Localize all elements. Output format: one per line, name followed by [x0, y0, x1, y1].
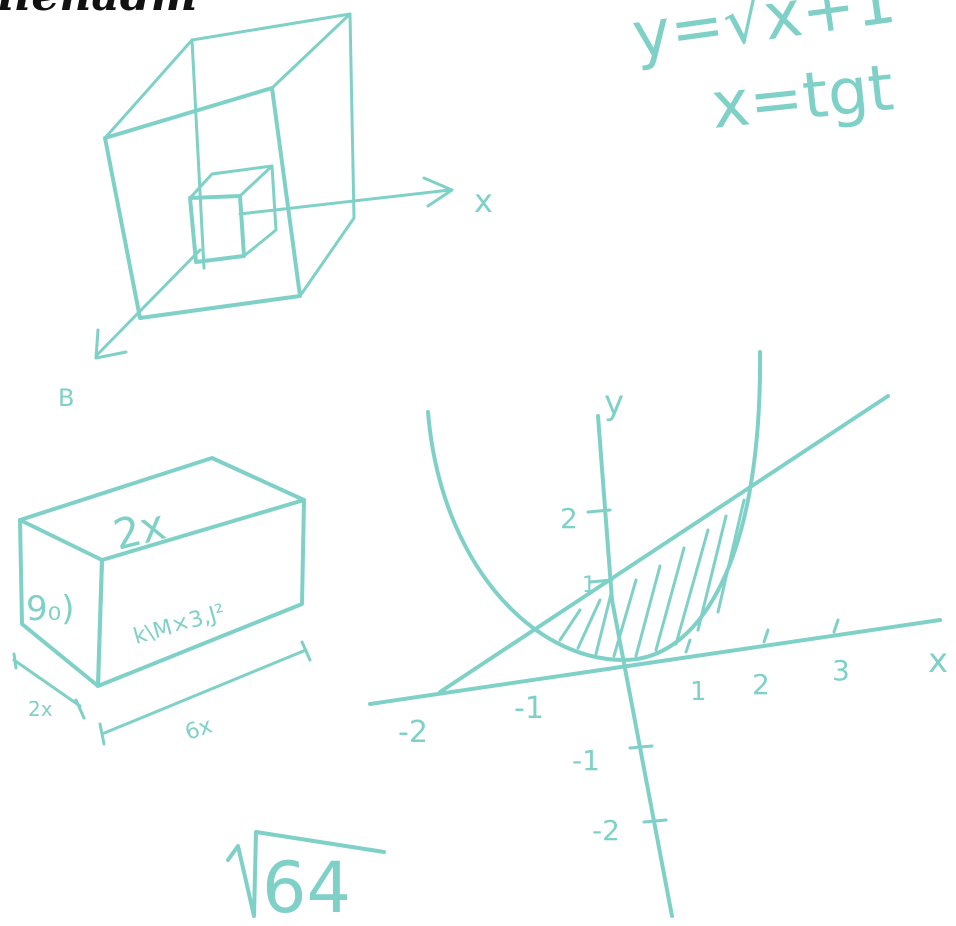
sqrt-symbol	[226, 830, 386, 918]
graph-x-axis	[368, 618, 942, 706]
graph-y-tick-2: 2	[560, 502, 578, 535]
graph-y-tick-neg1: -1	[572, 744, 600, 777]
graph-y-axis	[596, 414, 674, 918]
graph-x-ticks	[684, 618, 840, 654]
b-axis-arrow	[94, 248, 202, 360]
x-axis-label: x	[474, 182, 493, 220]
cube-diagram: x B	[58, 12, 493, 412]
depth-dimension-line	[12, 652, 86, 720]
inner-cube-back	[188, 164, 278, 258]
graph-x-tick-3: 3	[832, 654, 850, 687]
graph-x-tick-neg1: -1	[514, 691, 544, 726]
length-dimension-line	[98, 640, 312, 746]
equations: y=√x+1 x=tgt	[628, 0, 900, 144]
depth-label: 2x	[28, 697, 53, 721]
outer-back-vertical	[190, 38, 206, 270]
page-title: ilenadm	[0, 0, 197, 21]
box-front-label: k\M×3,J²	[131, 600, 228, 650]
graph-y-ticks	[586, 508, 668, 824]
box-side-label: 9₀)	[26, 589, 75, 629]
graph-parabola	[426, 350, 763, 662]
graph-x-tick-1: 1	[690, 677, 707, 707]
x-axis-arrow	[238, 176, 454, 216]
outer-back-edge	[190, 12, 356, 298]
outer-top-diagonals	[103, 12, 352, 140]
graph-x-label: x	[928, 641, 948, 681]
sqrt-expression: 64	[226, 830, 386, 926]
sqrt-value: 64	[262, 847, 351, 926]
box-diagram: 2x 9₀) k\M×3,J² 2x 6x	[12, 456, 312, 746]
graph-x-tick-2: 2	[752, 668, 770, 701]
graph-line	[438, 394, 890, 694]
equation-line-2: x=tgt	[708, 51, 897, 144]
graph-x-tick-neg2: -2	[398, 715, 428, 750]
graph-shaded-region	[558, 498, 746, 658]
b-axis-label: B	[58, 384, 74, 412]
graph-y-tick-neg2: -2	[592, 814, 620, 847]
length-label: 6x	[182, 714, 215, 746]
graph-diagram: y x 2 1 -1 -2 -2 -1 1 2 3	[368, 350, 948, 918]
graph-y-tick-1: 1	[582, 573, 596, 598]
box-front-face	[96, 498, 306, 688]
box-top-label: 2x	[109, 500, 171, 560]
graph-y-label: y	[604, 383, 624, 423]
outer-front-face	[103, 86, 302, 320]
